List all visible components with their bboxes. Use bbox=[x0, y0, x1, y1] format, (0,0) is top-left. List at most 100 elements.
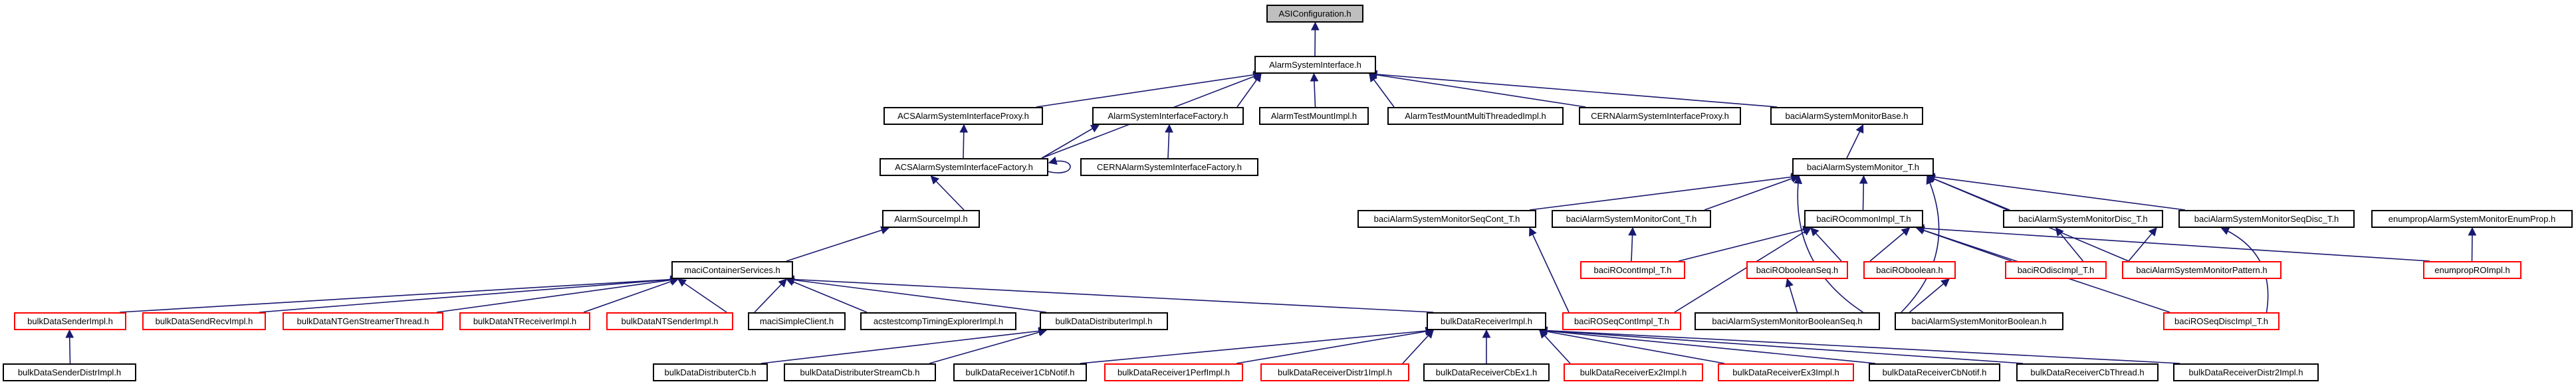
edge-AlarmTestMountMultiThreadedImpl-to-AlarmSystemInterface bbox=[1369, 72, 1395, 108]
graph-node-AlarmSystemInterface[interactable]: AlarmSystemInterface.h bbox=[1254, 56, 1376, 74]
edge-bulkDataReceiver1PerfImpl-to-bulkDataReceiverImpl bbox=[1236, 327, 1435, 364]
edge-enumpropROImpl-to-enumpropAlarmSystemMonitorEnumProp bbox=[2468, 227, 2477, 262]
edge-bulkDataNTReceiverImpl-to-maciContainerServices bbox=[583, 277, 679, 313]
graph-node-maciContainerServices[interactable]: maciContainerServices.h bbox=[671, 261, 793, 279]
graph-node-baciAlarmSystemMonitorBooleanSeq[interactable]: baciAlarmSystemMonitorBooleanSeq.h bbox=[1695, 312, 1880, 330]
edge-bulkDataSendRecvImpl-to-maciContainerServices bbox=[259, 275, 679, 313]
graph-node-baciROcommonImpl_T[interactable]: baciROcommonImpl_T.h bbox=[1804, 210, 1923, 228]
graph-node-bulkDataReceiver1CbNotif[interactable]: bulkDataReceiver1CbNotif.h bbox=[953, 363, 1087, 381]
graph-node-baciROcontImpl_T[interactable]: baciROcontImpl_T.h bbox=[1580, 261, 1685, 279]
edge-bulkDataReceiverDistr1Impl-to-bulkDataReceiverImpl bbox=[1402, 330, 1434, 364]
graph-node-baciAlarmSystemMonitorSeqDisc_T[interactable]: baciAlarmSystemMonitorSeqDisc_T.h bbox=[2178, 210, 2355, 228]
graph-node-bulkDataDistributerStreamCb[interactable]: bulkDataDistributerStreamCb.h bbox=[784, 363, 936, 381]
edge-acstestcompTimingExplorerImpl-to-maciContainerServices bbox=[785, 278, 868, 313]
graph-node-enumpropAlarmSystemMonitorEnumProp[interactable]: enumpropAlarmSystemMonitorEnumProp.h bbox=[2371, 210, 2573, 228]
edge-baciROcommonImpl_T-to-baciAlarmSystemMonitor_T bbox=[1859, 175, 1868, 211]
graph-node-bulkDataDistributerCb[interactable]: bulkDataDistributerCb.h bbox=[653, 363, 768, 381]
graph-node-baciAlarmSystemMonitorCont_T[interactable]: baciAlarmSystemMonitorCont_T.h bbox=[1552, 210, 1711, 228]
edge-baciROdiscImpl_T-to-baciAlarmSystemMonitorDisc_T bbox=[2055, 227, 2084, 262]
graph-node-baciROSeqDiscImpl_T[interactable]: baciROSeqDiscImpl_T.h bbox=[2163, 312, 2280, 330]
edge-baciROSeqContImpl_T-to-baciROcommonImpl_T bbox=[1674, 227, 1812, 313]
edge-baciRObooleanSeq-to-baciROcommonImpl_T bbox=[1810, 227, 1842, 262]
edge-baciAlarmSystemMonitorSeqDisc_T-to-baciAlarmSystemMonitor_T bbox=[1926, 173, 2186, 211]
graph-node-bulkDataDistributerImpl[interactable]: bulkDataDistributerImpl.h bbox=[1040, 312, 1168, 330]
edge-baciAlarmSystemMonitorBoolean-to-baciAlarmSystemMonitor_T bbox=[1901, 175, 1940, 313]
edge-bulkDataReceiver1CbNotif-to-bulkDataReceiverImpl bbox=[1080, 326, 1435, 364]
edge-baciAlarmSystemMonitorBoolean-to-baciROboolean bbox=[1909, 278, 1950, 313]
edge-baciAlarmSystemMonitorPattern-to-baciAlarmSystemMonitorDisc_T bbox=[2128, 227, 2157, 262]
graph-node-bulkDataSendRecvImpl[interactable]: bulkDataSendRecvImpl.h bbox=[142, 312, 266, 330]
edge-bulkDataNTSenderImpl-to-maciContainerServices bbox=[677, 278, 727, 313]
graph-node-bulkDataSenderDistrImpl[interactable]: bulkDataSenderDistrImpl.h bbox=[3, 363, 136, 381]
edge-baciROSeqContImpl_T-to-baciAlarmSystemMonitorSeqCont_T bbox=[1529, 227, 1570, 313]
graph-node-bulkDataReceiverCbThread[interactable]: bulkDataReceiverCbThread.h bbox=[2016, 363, 2159, 381]
graph-node-bulkDataReceiverEx2Impl[interactable]: bulkDataReceiverEx2Impl.h bbox=[1564, 363, 1703, 381]
edge-maciContainerServices-to-AlarmSourceImpl bbox=[786, 226, 890, 262]
edge-bulkDataNTGenStreamerThread-to-maciContainerServices bbox=[436, 276, 679, 313]
graph-node-bulkDataSenderImpl[interactable]: bulkDataSenderImpl.h bbox=[14, 312, 126, 330]
edge-AlarmSystemInterface-to-ASIConfiguration bbox=[1310, 21, 1320, 56]
edge-baciAlarmSystemMonitor_T-to-baciAlarmSystemMonitorBase bbox=[1846, 124, 1864, 159]
graph-node-CERNAlarmSystemInterfaceFactory[interactable]: CERNAlarmSystemInterfaceFactory.h bbox=[1080, 158, 1258, 176]
edge-ACSAlarmSystemInterfaceFactory-to-ACSAlarmSystemInterfaceFactory bbox=[1047, 156, 1071, 173]
edge-CERNAlarmSystemInterfaceProxy-to-AlarmSystemInterface bbox=[1368, 70, 1586, 108]
edge-bulkDataDistributerImpl-to-maciContainerServices bbox=[785, 276, 1047, 313]
edge-ACSAlarmSystemInterfaceProxy-to-AlarmSystemInterface bbox=[1036, 70, 1262, 108]
edge-bulkDataDistributerCb-to-bulkDataDistributerImpl bbox=[761, 326, 1048, 364]
edge-bulkDataReceiverEx3Impl-to-bulkDataReceiverImpl bbox=[1538, 327, 1725, 364]
graph-node-AlarmSystemInterfaceFactory[interactable]: AlarmSystemInterfaceFactory.h bbox=[1092, 107, 1244, 125]
edge-bulkDataReceiverCbThread-to-bulkDataReceiverImpl bbox=[1538, 326, 2024, 364]
graph-node-baciAlarmSystemMonitor_T[interactable]: baciAlarmSystemMonitor_T.h bbox=[1792, 158, 1934, 176]
graph-node-bulkDataReceiverCbNotif[interactable]: bulkDataReceiverCbNotif.h bbox=[1869, 363, 2000, 381]
graph-node-bulkDataReceiverDistr2Impl[interactable]: bulkDataReceiverDistr2Impl.h bbox=[2173, 363, 2319, 381]
graph-node-baciROboolean[interactable]: baciROboolean.h bbox=[1863, 261, 1956, 279]
edge-baciAlarmSystemMonitorBooleanSeq-to-baciAlarmSystemMonitor_T bbox=[1794, 175, 1863, 313]
graph-node-acstestcompTimingExplorerImpl[interactable]: acstestcompTimingExplorerImpl.h bbox=[860, 312, 1016, 330]
graph-node-baciAlarmSystemMonitorSeqCont_T[interactable]: baciAlarmSystemMonitorSeqCont_T.h bbox=[1357, 210, 1536, 228]
graph-node-ACSAlarmSystemInterfaceFactory[interactable]: ACSAlarmSystemInterfaceFactory.h bbox=[879, 158, 1048, 176]
edge-baciAlarmSystemMonitorBooleanSeq-to-baciRObooleanSeq bbox=[1785, 278, 1798, 313]
edge-CERNAlarmSystemInterfaceFactory-to-AlarmSystemInterfaceFactory bbox=[1165, 124, 1173, 159]
graph-node-AlarmTestMountMultiThreadedImpl[interactable]: AlarmTestMountMultiThreadedImpl.h bbox=[1387, 107, 1564, 125]
edge-bulkDataDistributerStreamCb-to-bulkDataDistributerImpl bbox=[929, 328, 1048, 364]
graph-node-AlarmTestMountImpl[interactable]: AlarmTestMountImpl.h bbox=[1259, 107, 1369, 125]
graph-node-bulkDataNTGenStreamerThread[interactable]: bulkDataNTGenStreamerThread.h bbox=[283, 312, 443, 330]
edge-bulkDataSenderImpl-to-maciContainerServices bbox=[119, 275, 679, 313]
graph-node-bulkDataReceiver1PerfImpl[interactable]: bulkDataReceiver1PerfImpl.h bbox=[1104, 363, 1243, 381]
graph-node-ASIConfiguration: ASIConfiguration.h bbox=[1266, 5, 1363, 23]
graph-node-CERNAlarmSystemInterfaceProxy[interactable]: CERNAlarmSystemInterfaceProxy.h bbox=[1579, 107, 1741, 125]
graph-node-bulkDataNTSenderImpl[interactable]: bulkDataNTSenderImpl.h bbox=[606, 312, 733, 330]
graph-node-baciROdiscImpl_T[interactable]: baciROdiscImpl_T.h bbox=[2005, 261, 2107, 279]
edge-bulkDataReceiverDistr2Impl-to-bulkDataReceiverImpl bbox=[1538, 326, 2180, 364]
graph-node-bulkDataReceiverEx3Impl[interactable]: bulkDataReceiverEx3Impl.h bbox=[1718, 363, 1854, 381]
edge-baciROcontImpl_T-to-baciAlarmSystemMonitorCont_T bbox=[1628, 227, 1637, 262]
graph-node-enumpropROImpl[interactable]: enumpropROImpl.h bbox=[2423, 261, 2521, 279]
edge-AlarmTestMountImpl-to-AlarmSystemInterface bbox=[1310, 72, 1319, 108]
graph-node-AlarmSourceImpl[interactable]: AlarmSourceImpl.h bbox=[882, 210, 980, 228]
edge-baciAlarmSystemMonitorSeqCont_T-to-baciAlarmSystemMonitor_T bbox=[1529, 173, 1800, 211]
edge-bulkDataReceiverImpl-to-maciContainerServices bbox=[785, 275, 1434, 313]
edge-maciSimpleClient-to-maciContainerServices bbox=[754, 278, 787, 313]
edge-ACSAlarmSystemInterfaceFactory-to-AlarmSystemInterfaceFactory bbox=[1041, 124, 1100, 159]
graph-node-bulkDataReceiverImpl[interactable]: bulkDataReceiverImpl.h bbox=[1427, 312, 1546, 330]
graph-node-baciAlarmSystemMonitorPattern[interactable]: baciAlarmSystemMonitorPattern.h bbox=[2122, 261, 2282, 279]
edge-baciAlarmSystemMonitorBase-to-AlarmSystemInterface bbox=[1368, 70, 1778, 108]
graph-node-baciROSeqContImpl_T[interactable]: baciROSeqContImpl_T.h bbox=[1562, 312, 1681, 330]
graph-node-baciAlarmSystemMonitorDisc_T[interactable]: baciAlarmSystemMonitorDisc_T.h bbox=[2003, 210, 2163, 228]
graph-node-baciAlarmSystemMonitorBoolean[interactable]: baciAlarmSystemMonitorBoolean.h bbox=[1895, 312, 2063, 330]
edge-bulkDataReceiverCbNotif-to-bulkDataReceiverImpl bbox=[1538, 326, 1876, 364]
graph-node-baciRObooleanSeq[interactable]: baciRObooleanSeq.h bbox=[1746, 261, 1848, 279]
edge-enumpropROImpl-to-baciROcommonImpl_T bbox=[1915, 224, 2430, 262]
edge-baciROcontImpl_T-to-baciROcommonImpl_T bbox=[1678, 225, 1812, 262]
edge-AlarmSourceImpl-to-ACSAlarmSystemInterfaceFactory bbox=[930, 175, 965, 211]
graph-node-bulkDataNTReceiverImpl[interactable]: bulkDataNTReceiverImpl.h bbox=[459, 312, 590, 330]
edge-ACSAlarmSystemInterfaceFactory-to-ACSAlarmSystemInterfaceProxy bbox=[959, 124, 969, 159]
graph-node-bulkDataReceiverCbEx1[interactable]: bulkDataReceiverCbEx1.h bbox=[1423, 363, 1550, 381]
edge-baciAlarmSystemMonitorCont_T-to-baciAlarmSystemMonitor_T bbox=[1704, 174, 1800, 211]
graph-node-baciAlarmSystemMonitorBase[interactable]: baciAlarmSystemMonitorBase.h bbox=[1770, 107, 1923, 125]
graph-node-bulkDataReceiverDistr1Impl[interactable]: bulkDataReceiverDistr1Impl.h bbox=[1260, 363, 1409, 381]
graph-node-maciSimpleClient[interactable]: maciSimpleClient.h bbox=[748, 312, 846, 330]
graph-node-ACSAlarmSystemInterfaceProxy[interactable]: ACSAlarmSystemInterfaceProxy.h bbox=[883, 107, 1043, 125]
edge-AlarmSystemInterfaceFactory-to-AlarmSystemInterface bbox=[1236, 72, 1262, 108]
